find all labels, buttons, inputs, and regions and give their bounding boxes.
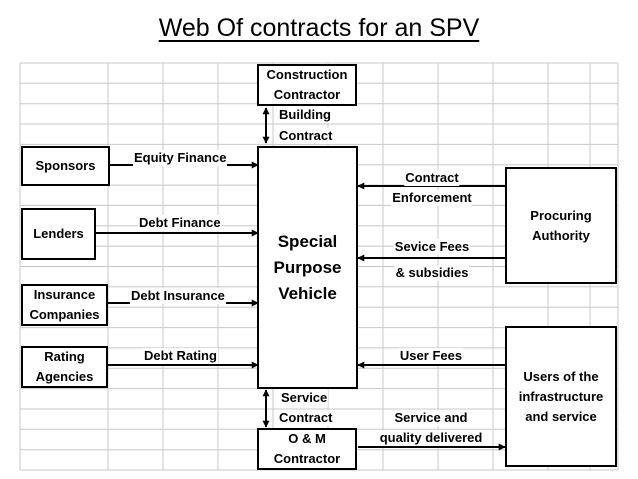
construction-contractor-line-2: Contractor [273,87,341,102]
debt-rating-label: Debt Rating [143,348,218,364]
user-fees-label: User Fees [398,348,464,364]
building-contract-label-2: Contract [278,128,334,144]
procuring-authority-box: Procuring Authority [505,167,617,284]
spv-line-2: Purpose [273,257,342,277]
lenders-box: Lenders [21,208,96,260]
debt-finance-label: Debt Finance [138,215,222,231]
spv-box: Special Purpose Vehicle [257,146,358,389]
om-contractor-line-1: O & M [288,431,326,446]
spv-line-1: Special [277,231,338,251]
service-fees-label-2: & subsidies [394,265,470,281]
diagram-title: Web Of contracts for an SPV [158,14,480,42]
service-contract-label-2: Contract [278,410,334,426]
users-box: Users of the infrastructure and service [505,326,617,467]
users-line-2: infrastructure [518,388,604,404]
service-quality-label-2: quality delivered [378,430,484,446]
rating-agencies-box: Rating Agencies [21,346,108,388]
spv-line-3: Vehicle [278,283,337,303]
procuring-authority-line-2: Authority [532,227,590,243]
service-contract-label-1: Service [280,390,329,406]
contract-enforcement-label-1: Contract [404,170,460,186]
construction-contractor-box: Construction Contractor [257,64,357,106]
users-line-1: Users of the [523,368,599,384]
om-contractor-box: O & M Contractor [257,428,357,470]
building-contract-label-1: Building [278,107,332,123]
insurance-companies-line-1: Insurance [33,287,96,302]
construction-contractor-line-1: Construction [266,67,348,82]
insurance-companies-box: Insurance Companies [21,284,108,326]
rating-agencies-line-1: Rating [44,349,85,364]
users-line-3: and service [525,408,597,424]
om-contractor-line-2: Contractor [273,451,341,466]
insurance-companies-line-2: Companies [29,307,100,322]
procuring-authority-line-1: Procuring [530,207,592,223]
service-quality-label-1: Service and [393,410,469,426]
debt-insurance-label: Debt Insurance [130,288,226,304]
lenders-label: Lenders [33,226,84,241]
contract-enforcement-label-2: Enforcement [391,190,473,206]
sponsors-box: Sponsors [21,146,110,186]
equity-finance-label: Equity Finance [133,150,228,166]
rating-agencies-line-2: Agencies [35,369,94,384]
sponsors-label: Sponsors [35,158,96,173]
service-fees-label-1: Sevice Fees [393,239,471,255]
